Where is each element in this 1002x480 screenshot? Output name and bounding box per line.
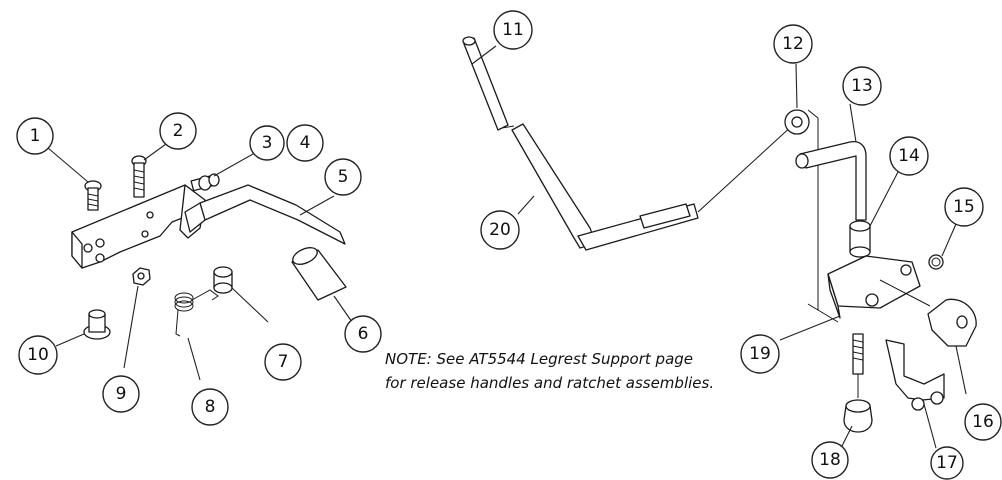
callout-1-label: 1 [30, 126, 41, 146]
callout-5: 5 [324, 158, 362, 196]
callout-9: 9 [102, 375, 140, 413]
callout-16: 16 [964, 403, 1002, 441]
assembly-note: NOTE: See AT5544 Legrest Support page fo… [385, 347, 714, 395]
callout-15-label: 15 [953, 197, 975, 217]
callout-9-label: 9 [116, 384, 127, 404]
callout-16-label: 16 [972, 412, 994, 432]
part-cam [927, 298, 977, 347]
callout-4-label: 4 [300, 133, 311, 153]
callout-18: 18 [811, 441, 849, 479]
callout-1: 1 [16, 117, 54, 155]
part-threaded-stud [852, 333, 864, 398]
part-bent-rod [795, 140, 867, 221]
callout-7-label: 7 [278, 352, 289, 372]
callout-6-label: 6 [358, 324, 369, 344]
callouts: 1 2 3 4 5 6 7 8 9 10 11 12 13 14 15 16 1… [16, 10, 1002, 480]
part-threaded-pin [190, 173, 220, 192]
callout-2: 2 [159, 112, 197, 150]
assembly-note-line-2: for release handles and ratchet assembli… [385, 374, 715, 392]
callout-11-label: 11 [502, 20, 524, 40]
assembly-note-line-1: NOTE: See AT5544 Legrest Support page [385, 350, 694, 368]
callout-4: 4 [286, 124, 324, 162]
part-grip-sleeve [291, 247, 347, 301]
callout-3: 3 [249, 125, 285, 161]
callout-12-label: 12 [782, 34, 804, 54]
part-barrel-nut [83, 309, 111, 340]
part-back-plate [807, 109, 839, 323]
callout-14: 14 [889, 136, 929, 176]
part-nut [132, 267, 151, 286]
part-washer [784, 109, 810, 135]
callout-17: 17 [930, 446, 964, 480]
part-collar [849, 220, 871, 258]
callout-19-label: 19 [749, 344, 771, 364]
leader-lines [47, 45, 967, 451]
callout-18-label: 18 [819, 450, 841, 470]
callout-20: 20 [480, 210, 520, 250]
part-lever-arm [184, 184, 346, 245]
callout-20-label: 20 [489, 220, 511, 240]
callout-15: 15 [944, 187, 984, 227]
callout-3-label: 3 [262, 133, 273, 153]
part-handle-rod [462, 36, 795, 251]
part-spacer [213, 266, 233, 294]
right-assembly [462, 36, 977, 433]
callout-13: 13 [842, 66, 882, 106]
callout-5-label: 5 [338, 167, 349, 187]
left-assembly [71, 155, 347, 340]
part-acorn-nut [843, 399, 873, 433]
part-pivot-block [827, 255, 931, 319]
callout-2-label: 2 [173, 121, 184, 141]
callout-8-label: 8 [205, 397, 216, 417]
part-screw-short [84, 180, 102, 211]
callout-12: 12 [773, 24, 813, 64]
callout-19: 19 [740, 334, 780, 374]
callout-8: 8 [191, 388, 229, 426]
callout-13-label: 13 [851, 76, 873, 96]
part-snap-ring [928, 254, 944, 270]
callout-11: 11 [493, 10, 533, 50]
callout-10: 10 [18, 335, 58, 375]
callout-6: 6 [344, 315, 382, 353]
callout-10-label: 10 [27, 345, 49, 365]
callout-7: 7 [264, 343, 302, 381]
part-screw-long [131, 155, 147, 198]
part-torsion-spring [174, 289, 219, 337]
callout-14-label: 14 [898, 146, 920, 166]
callout-17-label: 17 [936, 453, 958, 473]
part-clip-bracket [885, 339, 945, 411]
